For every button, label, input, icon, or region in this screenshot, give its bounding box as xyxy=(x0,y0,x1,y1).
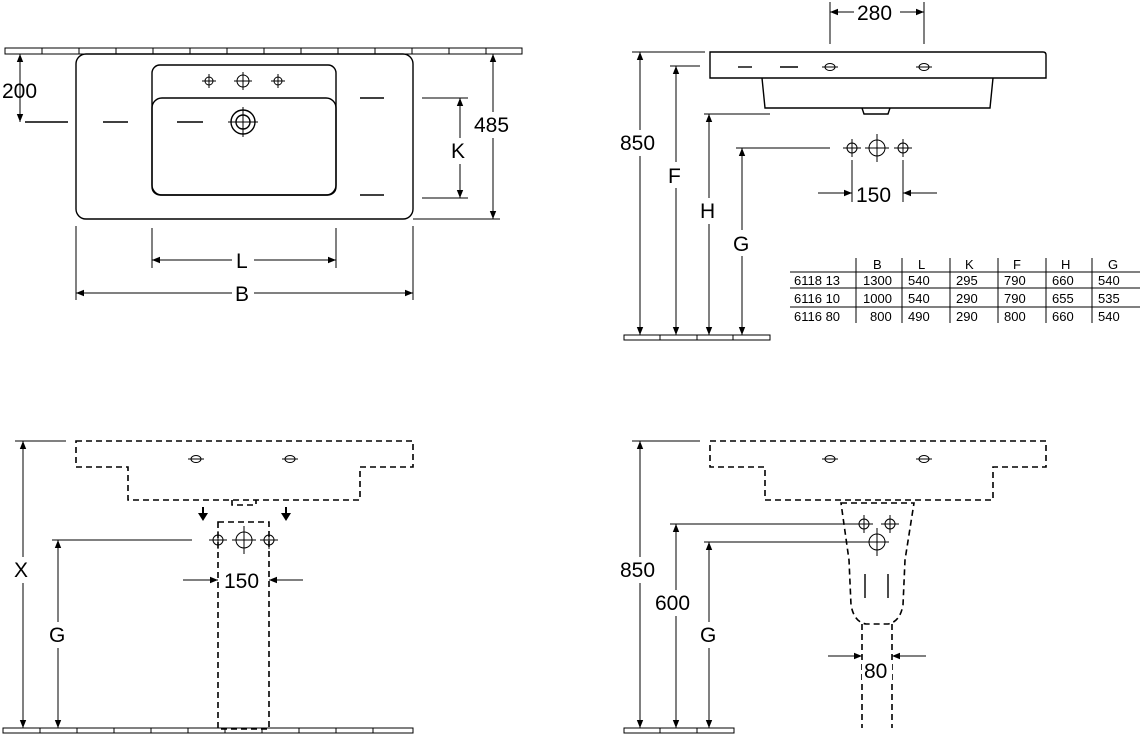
table-cell: 790 xyxy=(1004,291,1026,306)
table-cell: 490 xyxy=(908,309,930,324)
table-cell: 540 xyxy=(908,291,930,306)
table-cell: 540 xyxy=(1098,273,1120,288)
floor-strip xyxy=(2,727,414,734)
dim-L-label: L xyxy=(236,250,248,273)
dim-150-label: 150 xyxy=(856,184,891,207)
plan-view: 200 K 485 L B xyxy=(2,47,523,306)
dim-200-label: 200 xyxy=(2,80,37,103)
table-header: G xyxy=(1108,257,1118,272)
table-cell: 540 xyxy=(908,273,930,288)
siphon-side-view: 850 600 G 80 xyxy=(620,440,1047,734)
table-cell: 290 xyxy=(956,309,978,324)
table-cell: 535 xyxy=(1098,291,1120,306)
table-cell: 1300 xyxy=(863,273,892,288)
dimension-table: B L K F H G 6118 13 1300 540 295 790 660… xyxy=(790,257,1140,324)
dim-600-label: 600 xyxy=(655,592,690,615)
dim-K-label: K xyxy=(451,140,465,163)
table-header: B xyxy=(873,257,882,272)
table-cell: 790 xyxy=(1004,273,1026,288)
connection-hole-icon xyxy=(232,526,256,554)
pedestal-front-view: 150 X G xyxy=(2,440,414,734)
table-cell: 800 xyxy=(870,309,892,324)
dim-G-label: G xyxy=(700,624,716,647)
dim-G-label: G xyxy=(49,624,65,647)
tap-hole-icon xyxy=(234,72,252,90)
bowl xyxy=(151,97,337,196)
connection-hole-icon xyxy=(865,134,889,162)
table-header: H xyxy=(1061,257,1070,272)
dim-80-label: 80 xyxy=(864,660,887,683)
side-elevation: 280 850 F H G xyxy=(620,0,1047,341)
basin-outline xyxy=(75,53,414,220)
table-cell: 540 xyxy=(1098,309,1120,324)
table-cell: 800 xyxy=(1004,309,1026,324)
table-cell: 6118 13 xyxy=(794,273,840,288)
wall-strip-top xyxy=(4,47,523,55)
table-cell: 6116 80 xyxy=(794,309,840,324)
tap-hole-icon xyxy=(916,455,932,463)
table-header: K xyxy=(965,257,974,272)
table-header: L xyxy=(918,257,925,272)
connection-hole-icon xyxy=(855,515,873,533)
dim-280-label: 280 xyxy=(857,2,892,25)
table-cell: 290 xyxy=(956,291,978,306)
tap-hole-icon xyxy=(822,455,838,463)
dim-B-label: B xyxy=(235,283,249,306)
dim-X-label: X xyxy=(14,559,28,582)
table-cell: 6116 10 xyxy=(794,291,840,306)
tap-hole-icon xyxy=(916,63,932,71)
tap-hole-icon xyxy=(282,455,298,463)
tap-hole-icon xyxy=(202,74,216,88)
connection-hole-icon xyxy=(843,139,861,157)
table-cell: 655 xyxy=(1052,291,1074,306)
tap-hole-icon xyxy=(188,455,204,463)
table-cell: 1000 xyxy=(863,291,892,306)
connection-hole-icon xyxy=(881,515,899,533)
arrow-down-icon xyxy=(198,507,208,521)
tap-hole-icon xyxy=(822,63,838,71)
dim-F-label: F xyxy=(668,165,681,188)
floor-strip xyxy=(623,334,771,341)
table-cell: 660 xyxy=(1052,273,1074,288)
connection-hole-icon xyxy=(260,531,278,549)
dim-G-label: G xyxy=(733,233,749,256)
table-cell: 660 xyxy=(1052,309,1074,324)
connection-hole-icon xyxy=(894,139,912,157)
drain-icon xyxy=(228,107,258,137)
dim-150-label: 150 xyxy=(224,570,259,593)
table-cell: 295 xyxy=(956,273,978,288)
connection-hole-icon xyxy=(865,528,889,556)
dim-850-label: 850 xyxy=(620,132,655,155)
tap-hole-icon xyxy=(271,74,285,88)
floor-strip xyxy=(623,727,735,734)
table-header: F xyxy=(1013,257,1021,272)
dim-850-label: 850 xyxy=(620,559,655,582)
dim-H-label: H xyxy=(700,200,715,223)
dim-485-label: 485 xyxy=(474,114,509,137)
tap-deck xyxy=(151,64,337,196)
arrow-down-icon xyxy=(281,507,291,521)
connection-hole-icon xyxy=(209,531,227,549)
